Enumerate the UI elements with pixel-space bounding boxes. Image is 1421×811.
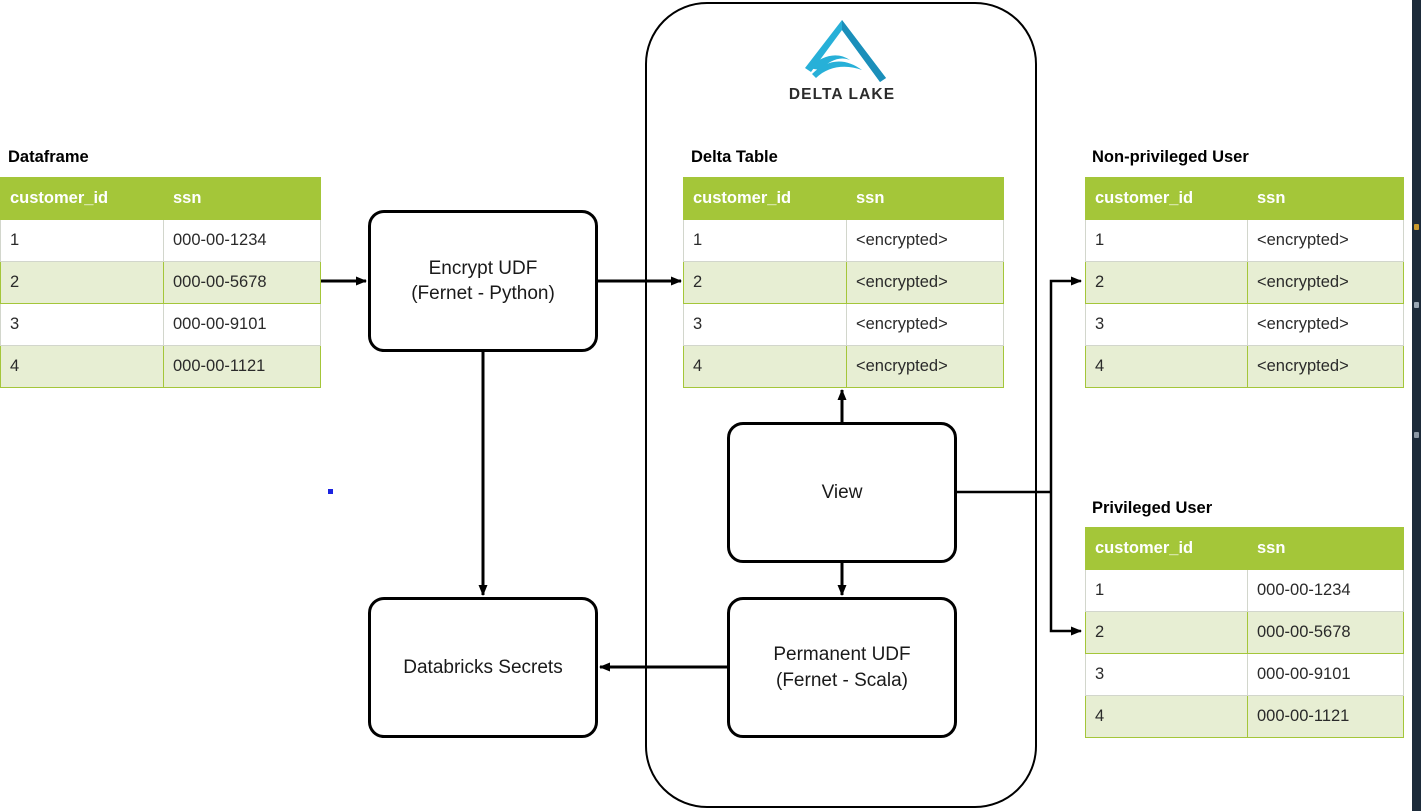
table-row: 4 000-00-1121 [0, 345, 321, 388]
table-row: 4 <encrypted> [1085, 345, 1404, 388]
caption-privileged-user: Privileged User [1092, 499, 1213, 517]
cell-customer-id: 2 [1085, 611, 1248, 654]
table-row: 3 <encrypted> [683, 303, 1004, 346]
right-edge-chrome-strip [1412, 0, 1421, 811]
table-row: 1 <encrypted> [1085, 219, 1404, 262]
edge-strip-mark-grey-2 [1414, 432, 1419, 438]
col-header-ssn: ssn [1247, 527, 1404, 570]
table-row: 3 000-00-9101 [0, 303, 321, 346]
cell-customer-id: 3 [1085, 653, 1248, 696]
databricks-secrets-line1: Databricks Secrets [403, 656, 563, 678]
cell-customer-id: 1 [0, 219, 164, 262]
permanent-udf-line2: (Fernet - Scala) [776, 669, 908, 691]
cell-customer-id: 1 [1085, 219, 1248, 262]
cell-ssn: <encrypted> [846, 345, 1004, 388]
delta-lake-wordmark: DELTA LAKE [788, 86, 896, 103]
edge-strip-mark-amber [1414, 224, 1419, 230]
caption-dataframe: Dataframe [8, 148, 89, 166]
cell-ssn: <encrypted> [1247, 219, 1404, 262]
col-header-customer-id: customer_id [1085, 527, 1248, 570]
cell-ssn: 000-00-1234 [1247, 569, 1404, 612]
table-privileged-user: customer_id ssn 1 000-00-1234 2 000-00-5… [1085, 527, 1404, 738]
node-permanent-udf[interactable]: Permanent UDF (Fernet - Scala) [727, 597, 957, 738]
table-row: 1 <encrypted> [683, 219, 1004, 262]
table-row: 3 <encrypted> [1085, 303, 1404, 346]
cell-ssn: 000-00-5678 [1247, 611, 1404, 654]
cell-ssn: <encrypted> [846, 303, 1004, 346]
table-dataframe: customer_id ssn 1 000-00-1234 2 000-00-5… [0, 177, 321, 388]
table-row: 4 000-00-1121 [1085, 695, 1404, 738]
cell-ssn: 000-00-5678 [163, 261, 321, 304]
col-header-ssn: ssn [1247, 177, 1404, 220]
cell-ssn: 000-00-1121 [163, 345, 321, 388]
col-header-customer-id: customer_id [1085, 177, 1248, 220]
table-non-privileged-user: customer_id ssn 1 <encrypted> 2 <encrypt… [1085, 177, 1404, 388]
node-view[interactable]: View [727, 422, 957, 563]
encrypt-udf-line2: (Fernet - Python) [411, 283, 555, 304]
cell-customer-id: 2 [683, 261, 847, 304]
delta-lake-container [645, 2, 1037, 808]
edge-trunk-to-non-privileged-user [1049, 276, 1082, 492]
table-delta-table: customer_id ssn 1 <encrypted> 2 <encrypt… [683, 177, 1004, 388]
table-row: 1 000-00-1234 [0, 219, 321, 262]
col-header-ssn: ssn [846, 177, 1004, 220]
cell-ssn: <encrypted> [1247, 261, 1404, 304]
cell-ssn: 000-00-1234 [163, 219, 321, 262]
cell-customer-id: 1 [1085, 569, 1248, 612]
cell-customer-id: 3 [0, 303, 164, 346]
permanent-udf-line1: Permanent UDF [773, 644, 911, 666]
caption-non-privileged-user: Non-privileged User [1092, 148, 1249, 166]
cell-ssn: <encrypted> [846, 261, 1004, 304]
encrypt-udf-line1: Encrypt UDF [428, 257, 538, 279]
cell-customer-id: 2 [0, 261, 164, 304]
delta-lake-triangle-icon [805, 20, 886, 82]
cell-ssn: 000-00-9101 [163, 303, 321, 346]
cell-ssn: <encrypted> [846, 219, 1004, 262]
table-row: 2 000-00-5678 [1085, 611, 1404, 654]
col-header-customer-id: customer_id [683, 177, 847, 220]
caption-delta-table: Delta Table [691, 148, 778, 166]
cell-customer-id: 4 [683, 345, 847, 388]
cell-ssn: 000-00-1121 [1247, 695, 1404, 738]
edge-strip-mark-grey-1 [1414, 302, 1419, 308]
cell-customer-id: 3 [1085, 303, 1248, 346]
cell-customer-id: 4 [0, 345, 164, 388]
cell-customer-id: 1 [683, 219, 847, 262]
cell-customer-id: 4 [1085, 345, 1248, 388]
table-row: 2 <encrypted> [683, 261, 1004, 304]
cell-ssn: <encrypted> [1247, 303, 1404, 346]
table-row: 4 <encrypted> [683, 345, 1004, 388]
delta-lake-logo: DELTA LAKE [752, 16, 932, 108]
table-row: 2 <encrypted> [1085, 261, 1404, 304]
cell-ssn: 000-00-9101 [1247, 653, 1404, 696]
cell-customer-id: 2 [1085, 261, 1248, 304]
node-databricks-secrets[interactable]: Databricks Secrets [368, 597, 598, 738]
stray-dot-marker [328, 489, 333, 494]
node-encrypt-udf[interactable]: Encrypt UDF (Fernet - Python) [368, 210, 598, 352]
table-row: 1 000-00-1234 [1085, 569, 1404, 612]
view-line1: View [821, 481, 863, 503]
cell-ssn: <encrypted> [1247, 345, 1404, 388]
col-header-customer-id: customer_id [0, 177, 164, 220]
cell-customer-id: 4 [1085, 695, 1248, 738]
table-row: 3 000-00-9101 [1085, 653, 1404, 696]
table-row: 2 000-00-5678 [0, 261, 321, 304]
cell-customer-id: 3 [683, 303, 847, 346]
col-header-ssn: ssn [163, 177, 321, 220]
edge-trunk-to-privileged-user [1049, 492, 1082, 636]
